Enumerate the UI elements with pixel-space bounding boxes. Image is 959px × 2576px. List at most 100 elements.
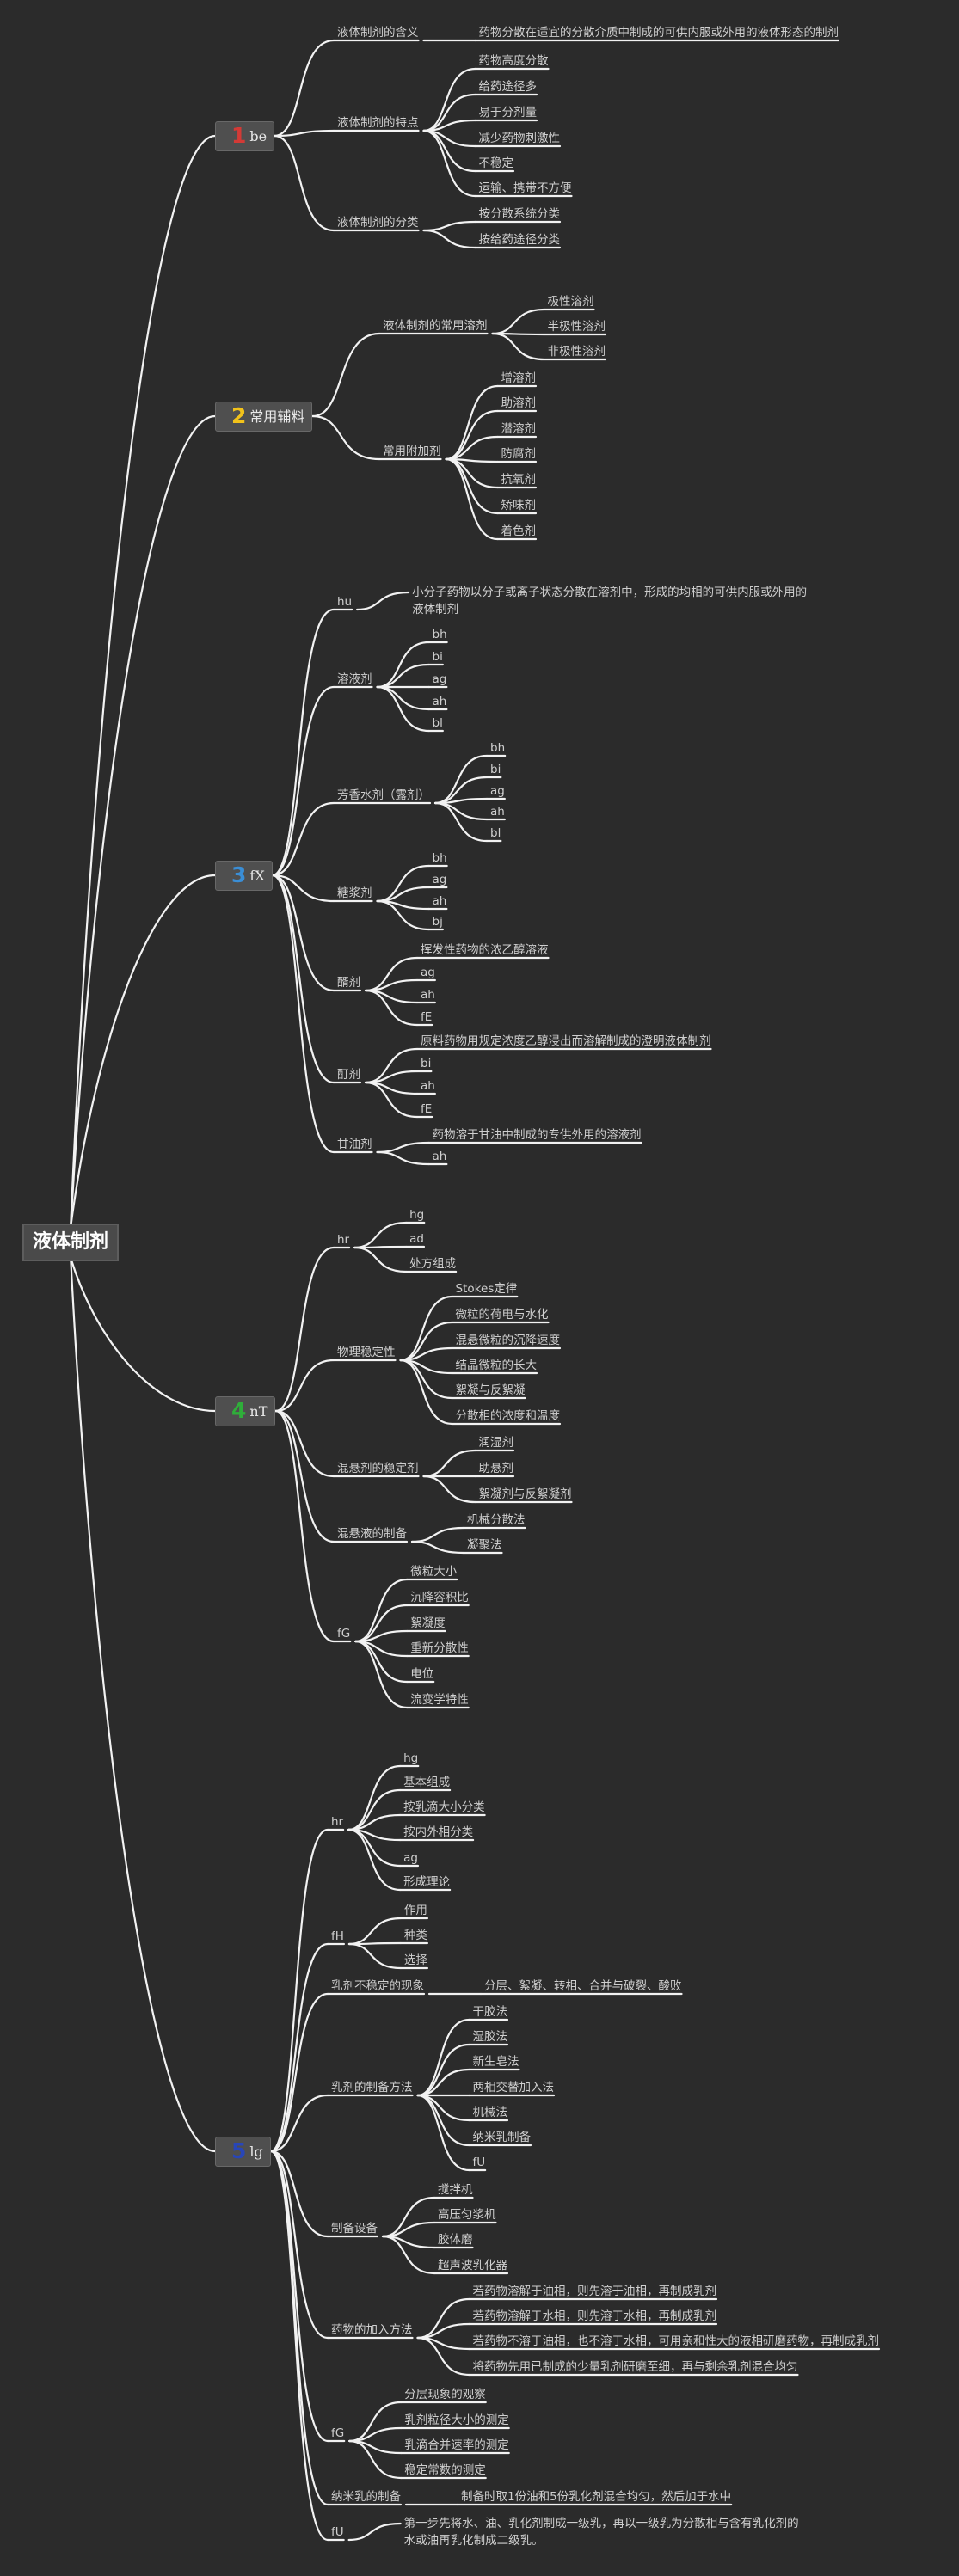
topic-node: 混悬液的制备 (337, 1527, 407, 1541)
connector-branch-3-child-5 (271, 874, 335, 1084)
leaf-node: 基本组成 (403, 1776, 451, 1789)
leaf-node: hg (409, 1208, 425, 1222)
topic-node: 液体制剂的含义 (337, 26, 419, 40)
leaf-node: 按分散系统分类 (478, 207, 561, 221)
connector-leaf-3-6-1 (376, 1150, 430, 1166)
leaf-node: 半极性溶剂 (547, 320, 606, 334)
topic-node: 酊剂 (337, 1068, 360, 1082)
leaf-node: 纳米乳制备 (472, 2131, 532, 2144)
leaf-node: 易于分剂量 (478, 106, 538, 120)
leaf-node: 原料药物用规定浓度乙醇浸出而溶解制成的澄明液体制剂 (421, 1034, 711, 1048)
topic-node: hr (337, 1233, 350, 1247)
connector-root-branch-1 (70, 134, 217, 1229)
branch-label: be (249, 128, 267, 144)
topic-node: 物理稳定性 (337, 1346, 396, 1359)
connector-branch-5-child-8 (269, 2150, 329, 2542)
leaf-node: 超声波乳化器 (438, 2259, 507, 2272)
connector-branch-4-child-4 (274, 1409, 335, 1643)
leaf-node: ag (432, 873, 447, 886)
leaf-node: 选择 (403, 1953, 427, 1967)
connector-leaf-5-6-3 (348, 2439, 403, 2480)
leaf-node: 分散相的浓度和温度 (455, 1409, 561, 1423)
connector-leaf-2-1-1 (445, 409, 499, 461)
leaf-node: 助溶剂 (501, 396, 537, 410)
leaf-node: ag (490, 784, 505, 798)
root-topic[interactable]: 液体制剂 (22, 1224, 120, 1261)
connector-leaf-5-8-0 (347, 2522, 402, 2542)
connector-branch-4-child-3 (274, 1409, 335, 1543)
connector-leaf-3-1-4 (376, 685, 430, 733)
connector-branch-3-child-6 (271, 874, 335, 1154)
leaf-node: bh (490, 741, 506, 755)
connector-branch-4-child-1 (274, 1359, 335, 1413)
topic-node: 混悬剂的稳定剂 (337, 1462, 419, 1475)
connector-leaf-3-2-4 (433, 801, 489, 843)
topic-node: 液体制剂的特点 (337, 116, 419, 130)
leaf-node: ag (421, 966, 435, 979)
connector-leaf-5-3-1 (416, 2043, 470, 2097)
leaf-node: Stokes定律 (455, 1282, 518, 1296)
leaf-node: 给药途径多 (478, 80, 538, 94)
leaf-node: 乳滴合并速率的测定 (404, 2438, 509, 2452)
leaf-node: 凝聚法 (467, 1538, 502, 1552)
topic-node: 乳剂的制备方法 (331, 2081, 413, 2095)
leaf-node: 第一步先将水、油、乳化剂制成一级乳，再以一级乳为分散相与含有乳化剂的水或油再乳化… (403, 2517, 799, 2548)
leaf-node: 将药物先用已制成的少量乳剂研磨至细，再与剩余乳剂混合均匀 (472, 2360, 798, 2374)
leaf-node: 分层现象的观察 (404, 2388, 486, 2401)
connector-branch-5-child-5 (269, 2150, 329, 2340)
topic-node: 甘油剂 (337, 1138, 372, 1151)
leaf-node: fE (421, 1010, 433, 1024)
leaf-node: fU (472, 2156, 486, 2169)
connector-leaf-5-0-0 (347, 1764, 402, 1831)
leaf-node: 搅拌机 (438, 2183, 473, 2197)
topic-node: 芳香水剂（露剂） (337, 788, 430, 802)
leaf-node: 运输、携带不方便 (478, 181, 572, 195)
leaf-node: 稳定常数的测定 (404, 2463, 486, 2477)
connector-branch-5-child-4 (269, 2150, 329, 2238)
connector-root-branch-3 (70, 874, 217, 1229)
leaf-node: 高压匀浆机 (438, 2208, 496, 2222)
topic-node: hr (331, 1815, 344, 1829)
leaf-node: 润湿剂 (478, 1436, 514, 1450)
leaf-node: 按内外相分类 (403, 1825, 474, 1839)
leaf-node: 种类 (403, 1929, 427, 1942)
leaf-node: 小分子药物以分子或离子状态分散在溶剂中，形成的均相的可供内服或外用的液体制剂 (412, 586, 808, 616)
connector-branch-3-child-1 (271, 685, 335, 877)
connector-branch-4-child-0 (274, 1246, 335, 1413)
connector-root-branch-5 (70, 1256, 217, 2153)
leaf-node: 减少药物刺激性 (478, 132, 561, 145)
leaf-node: fE (421, 1102, 433, 1116)
leaf-node: ah (432, 894, 447, 908)
connector-leaf-1-2-1 (422, 229, 476, 249)
leaf-node: 流变学特性 (410, 1693, 469, 1707)
connector-branch-5-child-3 (269, 2094, 329, 2153)
leaf-node: ah (432, 695, 447, 708)
connector-branch-1-child-0 (274, 39, 335, 138)
leaf-node: 非极性溶剂 (547, 345, 606, 359)
leaf-node: 若药物不溶于油相，也不溶于水相，可用亲和性大的液相研磨药物，再制成乳剂 (472, 2334, 880, 2348)
connector-leaf-3-4-3 (364, 989, 419, 1027)
topic-node: 糖浆剂 (337, 886, 372, 900)
leaf-node: 着色剂 (501, 524, 537, 538)
topic-node: 药物的加入方法 (331, 2323, 413, 2337)
leaf-node: ag (432, 672, 447, 686)
connector-leaf-3-5-3 (364, 1081, 419, 1119)
leaf-node: 絮凝与反絮凝 (455, 1383, 526, 1397)
connector-leaf-1-1-0 (422, 67, 476, 132)
leaf-node: hg (403, 1751, 419, 1765)
connector-leaf-5-1-2 (347, 1942, 403, 1970)
connector-leaf-4-1-0 (399, 1295, 453, 1362)
connector-leaf-5-5-3 (416, 2336, 470, 2377)
leaf-node: 两相交替加入法 (472, 2081, 555, 2095)
leaf-node: 形成理论 (403, 1875, 451, 1889)
connector-leaf-3-0-0 (356, 591, 410, 611)
leaf-node: 极性溶剂 (547, 295, 594, 309)
topic-node: 液体制剂的分类 (337, 216, 419, 230)
leaf-node: 作用 (403, 1904, 427, 1917)
